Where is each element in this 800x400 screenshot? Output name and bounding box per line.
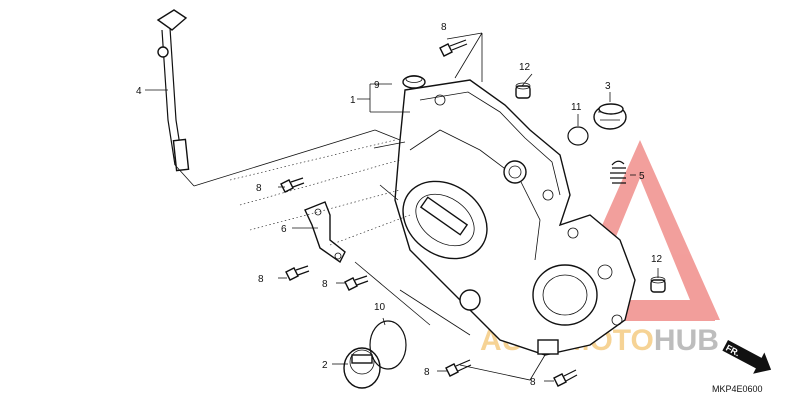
part-12-dowel-bottom xyxy=(650,276,666,293)
part-1-cover xyxy=(394,79,636,356)
callout-12-top: 12 xyxy=(519,62,531,73)
callout-3: 3 xyxy=(605,81,611,92)
arrow-right-down-icon xyxy=(722,340,772,374)
part-5-spring xyxy=(610,160,626,184)
front-direction-indicator: FR. xyxy=(722,340,772,374)
callout-labels: 4 1 9 8 12 3 11 5 8 6 8 8 12 10 2 8 8 xyxy=(136,22,663,388)
part-10-o-ring xyxy=(369,320,407,370)
callout-8-left-mid: 8 xyxy=(258,274,264,285)
callout-4: 4 xyxy=(136,86,142,97)
part-3-filler-cap xyxy=(593,103,627,130)
bolt-8d xyxy=(344,275,369,291)
callout-8-bottom-right: 8 xyxy=(530,377,536,388)
bolt-8c xyxy=(285,265,310,281)
bolt-8b xyxy=(280,177,305,193)
part-4-rod xyxy=(156,9,190,172)
callout-11: 11 xyxy=(571,102,582,113)
diagram-code: MKP4E0600 xyxy=(712,384,763,394)
callout-6: 6 xyxy=(281,224,287,235)
leader-lines xyxy=(145,32,659,382)
dotted-guides xyxy=(229,139,411,246)
callout-9: 9 xyxy=(374,80,380,91)
callout-8-bottom-left: 8 xyxy=(424,367,430,378)
bolt-8e xyxy=(445,359,472,377)
callout-8-left-top: 8 xyxy=(256,183,262,194)
part-2-plug xyxy=(343,347,381,389)
part-12-dowel-top xyxy=(515,82,531,99)
part-11-o-ring xyxy=(567,126,589,146)
callout-10: 10 xyxy=(374,302,386,313)
callout-12-bottom: 12 xyxy=(651,254,663,265)
bolt-8a xyxy=(439,39,468,57)
callout-2: 2 xyxy=(322,360,328,371)
part-6-bracket xyxy=(304,201,346,264)
callout-8-left-low: 8 xyxy=(322,279,328,290)
part-9-seal xyxy=(402,75,426,89)
callout-1: 1 xyxy=(350,95,356,106)
callout-8-top: 8 xyxy=(441,22,447,33)
bolt-8f xyxy=(553,369,578,387)
callout-5: 5 xyxy=(639,171,645,182)
